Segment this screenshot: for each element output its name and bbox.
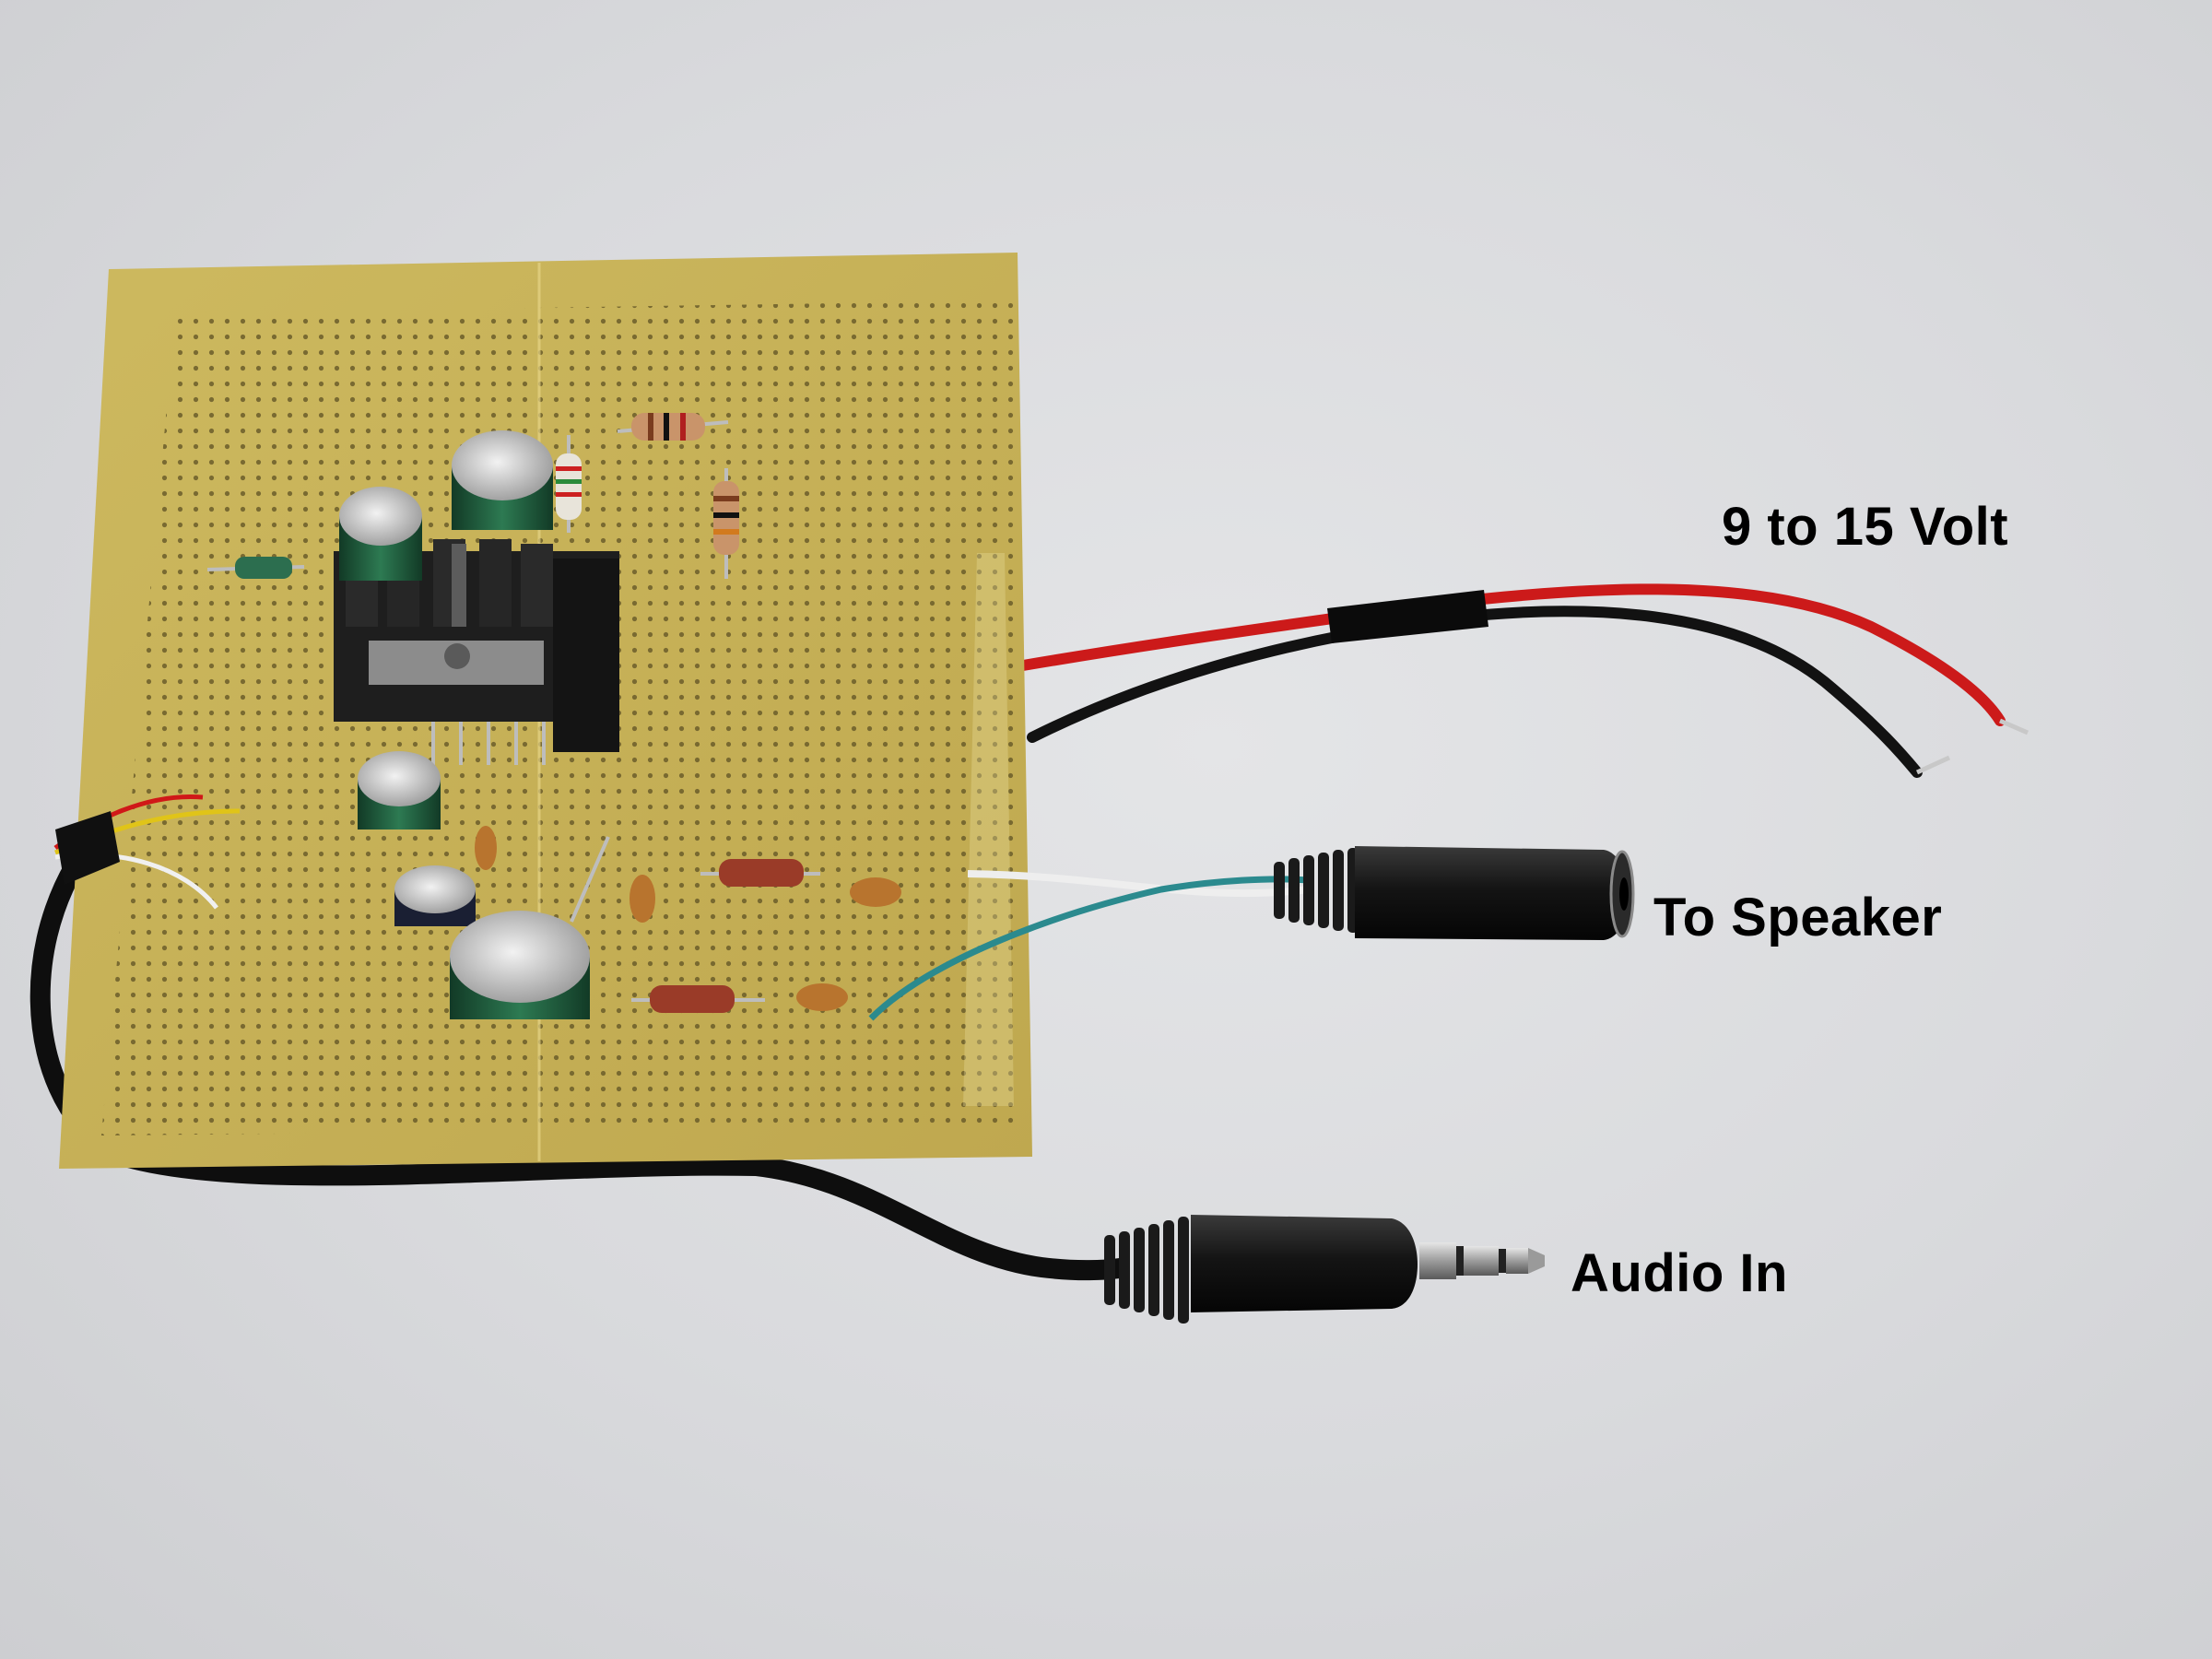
audio-input-label: Audio In (1571, 1243, 1788, 1303)
capacitor-top-left (339, 487, 422, 581)
speaker-jack (1274, 846, 1635, 940)
resistor-vertical-right (713, 468, 739, 579)
capacitor-top-center (452, 430, 553, 530)
power-input-label: 9 to 15 Volt (1722, 497, 2009, 557)
capacitor-middle (358, 751, 441, 830)
capacitor-large (450, 836, 610, 1019)
resistor-bottom-upper (700, 859, 820, 887)
resistor-bottom-lower (631, 985, 765, 1013)
audio-plug (1104, 1215, 1545, 1324)
resistor-small-left (206, 557, 305, 579)
capacitor-small (394, 865, 476, 926)
audio-cable (29, 819, 1130, 1281)
ceramic-capacitors (475, 826, 901, 1011)
power-wires (1018, 583, 2029, 778)
speaker-wires (868, 870, 1310, 1021)
left-lead-wires (53, 794, 241, 910)
resistor-vertical-center (556, 435, 582, 533)
resistor-top (617, 413, 729, 441)
speaker-output-label: To Speaker (1653, 888, 1943, 947)
